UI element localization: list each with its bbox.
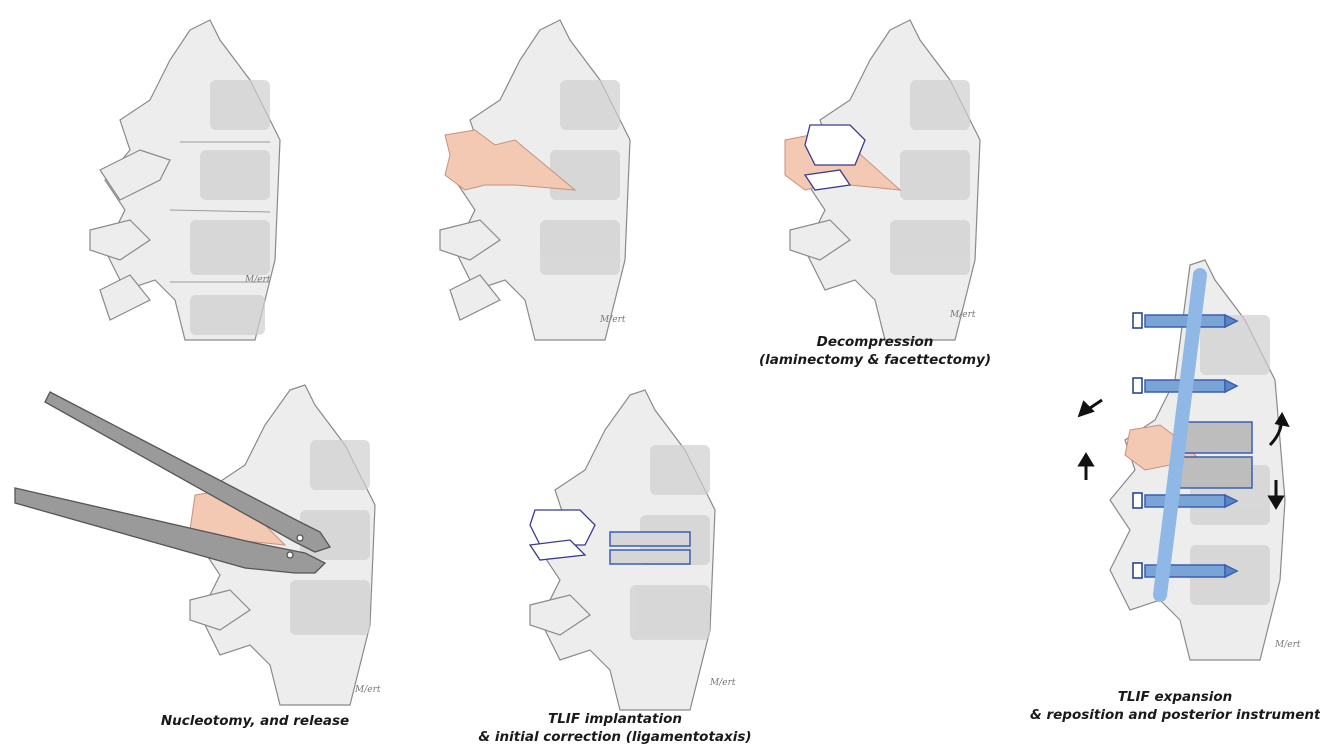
artist-signature: M/ert — [245, 275, 271, 285]
vertebra-illustration-4 — [0, 380, 410, 710]
caption-nucleotomy: Nucleotomy, and release — [140, 712, 370, 730]
panel-1-spine: M/ert — [40, 10, 310, 340]
panel-2-spine: M/ert — [390, 10, 660, 340]
artist-signature: M/ert — [950, 310, 976, 320]
artist-signature: M/ert — [600, 315, 626, 325]
panel-4-spine: M/ert — [0, 380, 410, 710]
artist-signature: M/ert — [355, 685, 381, 695]
vertebra-illustration-2 — [390, 10, 660, 340]
vertebra-illustration-6 — [1050, 255, 1324, 675]
vertebra-illustration-3 — [740, 10, 1010, 340]
vertebra-illustration-5 — [470, 385, 760, 705]
artist-signature: M/ert — [710, 678, 736, 688]
artist-signature: M/ert — [1275, 640, 1301, 650]
panel-5-spine: M/ert — [470, 385, 760, 705]
caption-decompression: Decompression (laminectomy & facettectom… — [740, 333, 1010, 369]
caption-tlif-expansion: TLIF expansion & reposition and posterio… — [1030, 688, 1320, 724]
panel-6-spine: M/ert — [1050, 255, 1324, 675]
panel-3-spine: M/ert — [740, 10, 1010, 340]
caption-tlif-implantation: TLIF implantation & initial correction (… — [460, 710, 770, 746]
vertebra-illustration-1 — [40, 10, 310, 340]
